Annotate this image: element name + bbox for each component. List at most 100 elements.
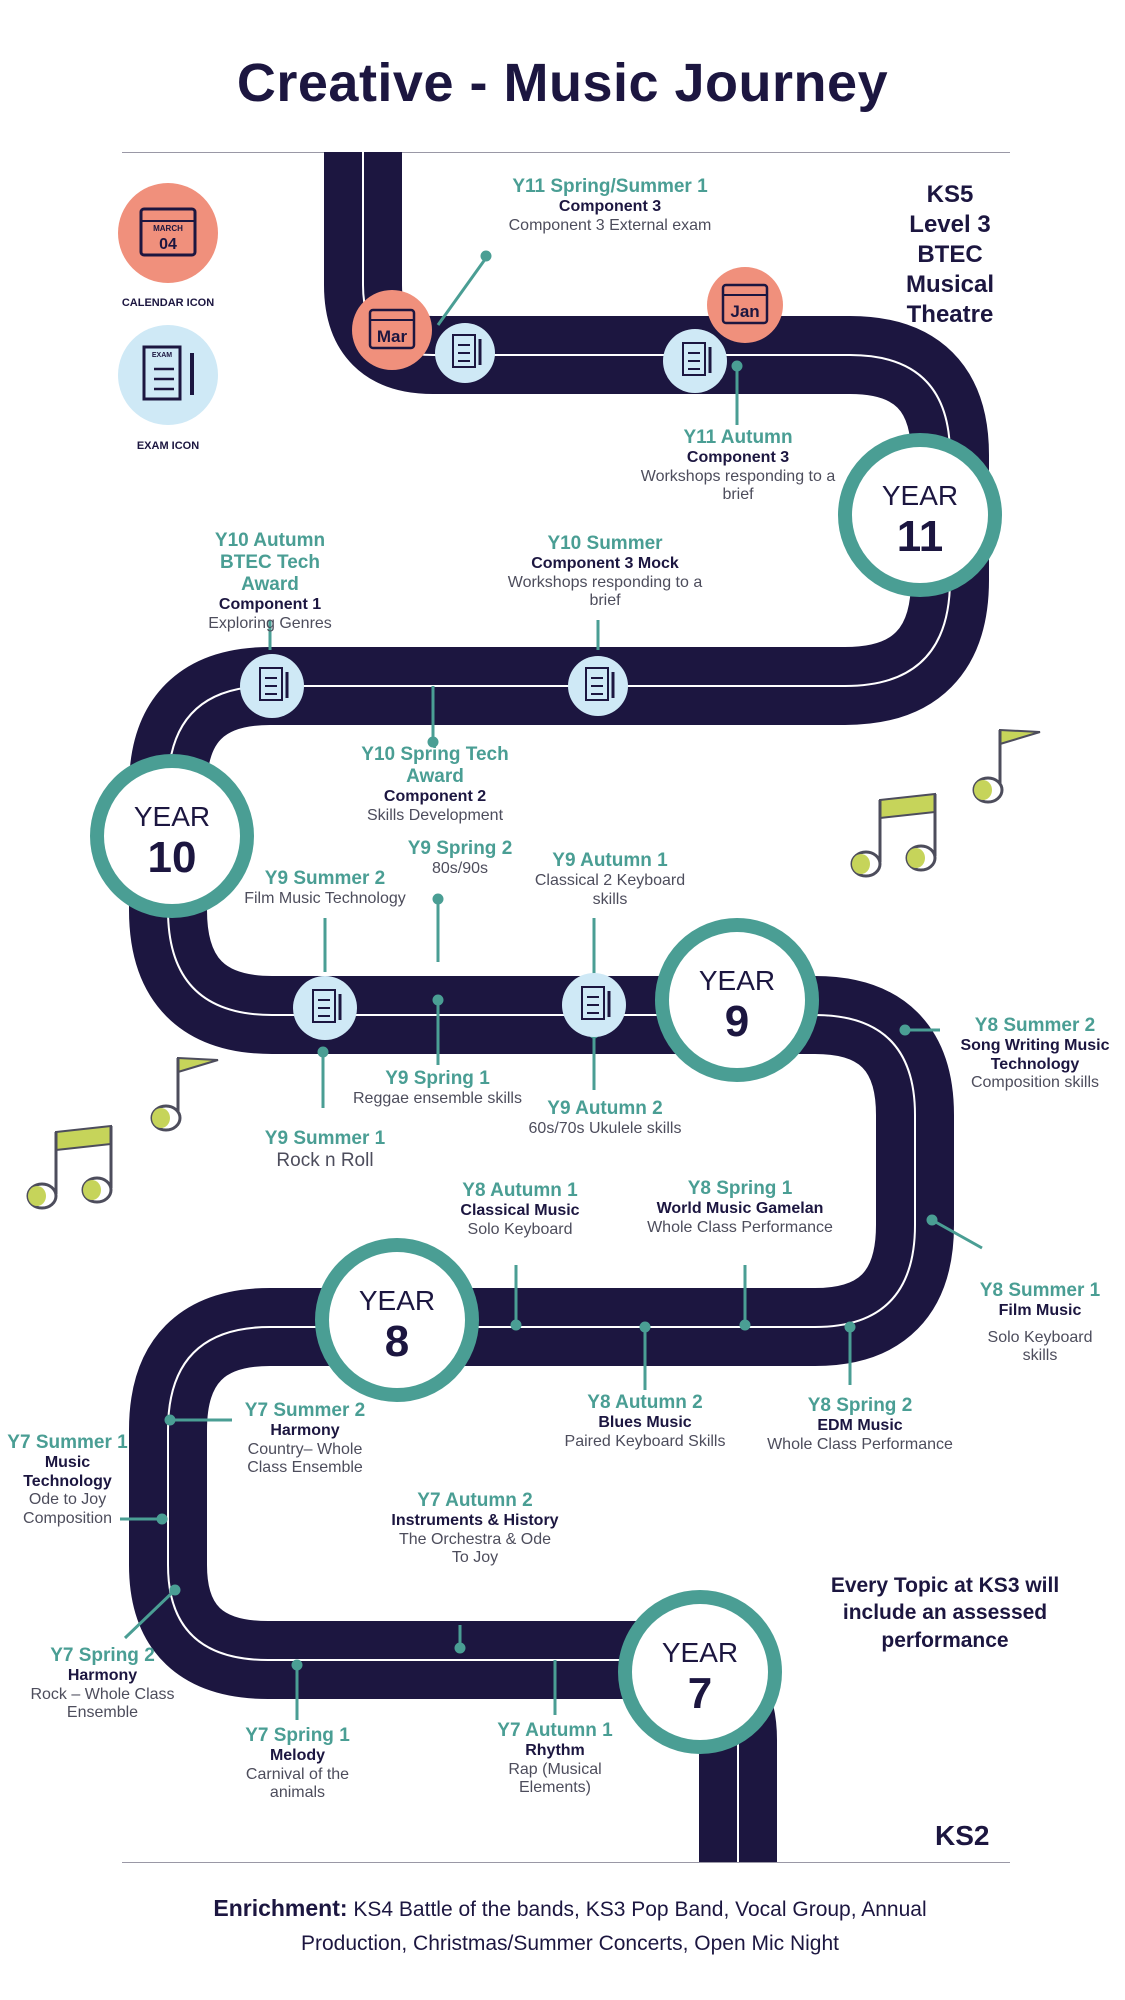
milestone-y8-autumn2: Y8 Autumn 2 Blues Music Paired Keyboard … xyxy=(555,1392,735,1451)
legend-calendar-icon: MARCH 04 xyxy=(118,183,218,283)
music-note-icon xyxy=(972,728,1041,804)
milestone-y7-summer1: Y7 Summer 1 Music Technology Ode to Joy … xyxy=(0,1432,135,1528)
milestone-y7-summer2: Y7 Summer 2 Harmony Country– Whole Class… xyxy=(230,1400,380,1478)
year-8-word: YEAR xyxy=(359,1285,435,1316)
milestone-heading: Y9 Autumn 2 xyxy=(547,1098,663,1119)
milestone-heading: Y7 Summer 2 xyxy=(244,1400,366,1421)
milestone-y8-spring1: Y8 Spring 1 World Music Gamelan Whole Cl… xyxy=(630,1178,850,1237)
legend-calendar-day: 04 xyxy=(159,236,177,253)
milestone-subtitle: Rhythm xyxy=(525,1742,585,1760)
milestone-y11-spring: Y11 Spring/Summer 1 Component 3 Componen… xyxy=(480,176,740,235)
milestone-heading: Y7 Spring 1 xyxy=(245,1725,350,1746)
milestone-description: Whole Class Performance xyxy=(767,1435,953,1453)
enrichment-text: KS4 Battle of the bands, KS3 Pop Band, V… xyxy=(300,1898,927,1955)
year-7-number: 7 xyxy=(688,1669,712,1718)
milestone-heading: Y9 Spring 2 xyxy=(407,838,513,859)
year-10-marker: YEAR 10 xyxy=(90,754,254,918)
music-note-icon xyxy=(850,792,937,878)
milestone-description: Ode to Joy Composition xyxy=(23,1491,112,1527)
calendar-icon-mar: Mar xyxy=(352,290,432,370)
milestone-description: Exploring Genres xyxy=(208,614,332,632)
milestone-description: Composition skills xyxy=(970,1074,1100,1092)
milestone-y8-autumn1: Y8 Autumn 1 Classical Music Solo Keyboar… xyxy=(440,1180,600,1239)
milestone-heading: Y10 Autumn BTEC Tech Award xyxy=(214,530,326,596)
milestone-subtitle: Music Technology xyxy=(23,1454,112,1490)
exam-icons xyxy=(240,323,727,1040)
milestone-y9-autumn1: Y9 Autumn 1 Classical 2 Keyboard skills xyxy=(525,850,695,909)
milestone-description: Solo Keyboard xyxy=(467,1220,573,1238)
page-title: Creative - Music Journey xyxy=(236,53,889,113)
milestone-heading: Y7 Spring 2 xyxy=(50,1645,155,1666)
milestone-heading: Y10 Spring Tech Award xyxy=(361,744,509,788)
year-8-marker: YEAR 8 xyxy=(315,1238,479,1402)
milestone-heading: Y9 Spring 1 xyxy=(385,1068,490,1089)
milestone-description: Component 3 External exam xyxy=(508,216,712,234)
milestone-subtitle: Melody xyxy=(269,1747,326,1765)
milestone-y7-spring1: Y7 Spring 1 Melody Carnival of the anima… xyxy=(225,1725,370,1803)
milestone-description: Workshops responding to a brief xyxy=(640,467,836,504)
ks2-label: KS2 xyxy=(935,1820,990,1851)
ks5-line: Level 3 xyxy=(909,211,991,238)
milestone-heading: Y7 Summer 1 xyxy=(7,1432,128,1453)
milestone-heading: Y11 Autumn xyxy=(683,427,793,448)
milestone-description: Paired Keyboard Skills xyxy=(564,1432,726,1450)
exam-icon xyxy=(240,654,304,718)
year-10-number: 10 xyxy=(148,833,197,882)
milestone-y8-summer2: Y8 Summer 2 Song Writing Music Technolog… xyxy=(960,1015,1110,1093)
legend-exam-word: EXAM xyxy=(152,352,172,359)
legend-calendar-month: MARCH xyxy=(153,224,183,233)
milestone-y10-autumn: Y10 Autumn BTEC Tech Award Component 1 E… xyxy=(190,530,350,633)
ks5-line: BTEC xyxy=(917,241,983,268)
milestone-y7-autumn2: Y7 Autumn 2 Instruments & History The Or… xyxy=(390,1490,560,1568)
milestone-subtitle: Harmony xyxy=(270,1422,340,1440)
milestone-heading: Y8 Spring 1 xyxy=(687,1178,793,1199)
ks5-line: KS5 xyxy=(926,181,974,208)
exam-icon xyxy=(293,976,357,1040)
milestone-subtitle: World Music Gamelan xyxy=(656,1200,824,1218)
enrichment-section: Enrichment: KS4 Battle of the bands, KS3… xyxy=(170,1890,970,1960)
milestone-heading: Y9 Summer 2 xyxy=(264,868,386,889)
exam-icon xyxy=(562,973,626,1037)
calendar-jan-label: Jan xyxy=(730,302,759,321)
exam-icon xyxy=(435,323,495,383)
milestone-y11-autumn: Y11 Autumn Component 3 Workshops respond… xyxy=(628,427,848,505)
milestone-heading: Y7 Autumn 1 xyxy=(497,1720,613,1741)
legend-exam-label: EXAM ICON xyxy=(136,440,200,452)
bottom-divider xyxy=(122,1862,1010,1863)
milestone-description: Rock – Whole Class Ensemble xyxy=(30,1685,175,1722)
year-10-word: YEAR xyxy=(134,801,210,832)
legend-exam-icon: EXAM xyxy=(118,325,218,425)
milestone-description: Rock n Roll xyxy=(276,1150,374,1172)
milestone-y10-spring: Y10 Spring Tech Award Component 2 Skills… xyxy=(350,744,520,825)
exam-icon xyxy=(568,656,628,716)
milestone-description: Solo Keyboard skills xyxy=(987,1328,1093,1365)
milestone-subtitle: Instruments & History xyxy=(391,1512,559,1530)
milestone-y9-summer2: Y9 Summer 2 Film Music Technology xyxy=(225,868,425,909)
milestone-y10-summer: Y10 Summer Component 3 Mock Workshops re… xyxy=(505,533,705,611)
milestone-description: Country– Whole Class Ensemble xyxy=(247,1440,363,1477)
milestone-subtitle: EDM Music xyxy=(817,1417,903,1435)
year-7-word: YEAR xyxy=(662,1637,738,1668)
milestone-heading: Y11 Spring/Summer 1 xyxy=(512,176,708,197)
milestone-subtitle: Harmony xyxy=(67,1667,138,1685)
year-8-number: 8 xyxy=(385,1317,409,1366)
milestone-heading: Y7 Autumn 2 xyxy=(417,1490,533,1511)
milestone-heading: Y9 Summer 1 xyxy=(264,1128,386,1149)
milestone-heading: Y9 Autumn 1 xyxy=(552,850,668,871)
legend-calendar-label: CALENDAR ICON xyxy=(121,297,215,309)
milestone-subtitle: Component 3 Mock xyxy=(531,555,679,573)
milestone-description: Rap (Musical Elements) xyxy=(508,1760,602,1797)
milestone-y8-spring2: Y8 Spring 2 EDM Music Whole Class Perfor… xyxy=(755,1395,965,1454)
milestone-y9-spring2: Y9 Spring 2 80s/90s xyxy=(390,838,530,879)
milestone-subtitle: Classical Music xyxy=(460,1202,580,1220)
music-note-icon xyxy=(26,1124,113,1210)
milestone-heading: Y8 Spring 2 xyxy=(807,1395,913,1416)
every-topic-note: Every Topic at KS3 will include an asses… xyxy=(830,1574,1060,1652)
milestone-subtitle: Component 1 xyxy=(218,596,322,614)
milestone-description: 80s/90s xyxy=(431,860,489,878)
milestone-subtitle: Component 3 xyxy=(558,198,662,216)
milestone-description: Reggae ensemble skills xyxy=(353,1090,522,1108)
calendar-mar-label: Mar xyxy=(377,327,408,346)
milestone-y9-spring1: Y9 Spring 1 Reggae ensemble skills xyxy=(335,1068,540,1109)
milestone-subtitle: Film Music xyxy=(998,1302,1082,1320)
